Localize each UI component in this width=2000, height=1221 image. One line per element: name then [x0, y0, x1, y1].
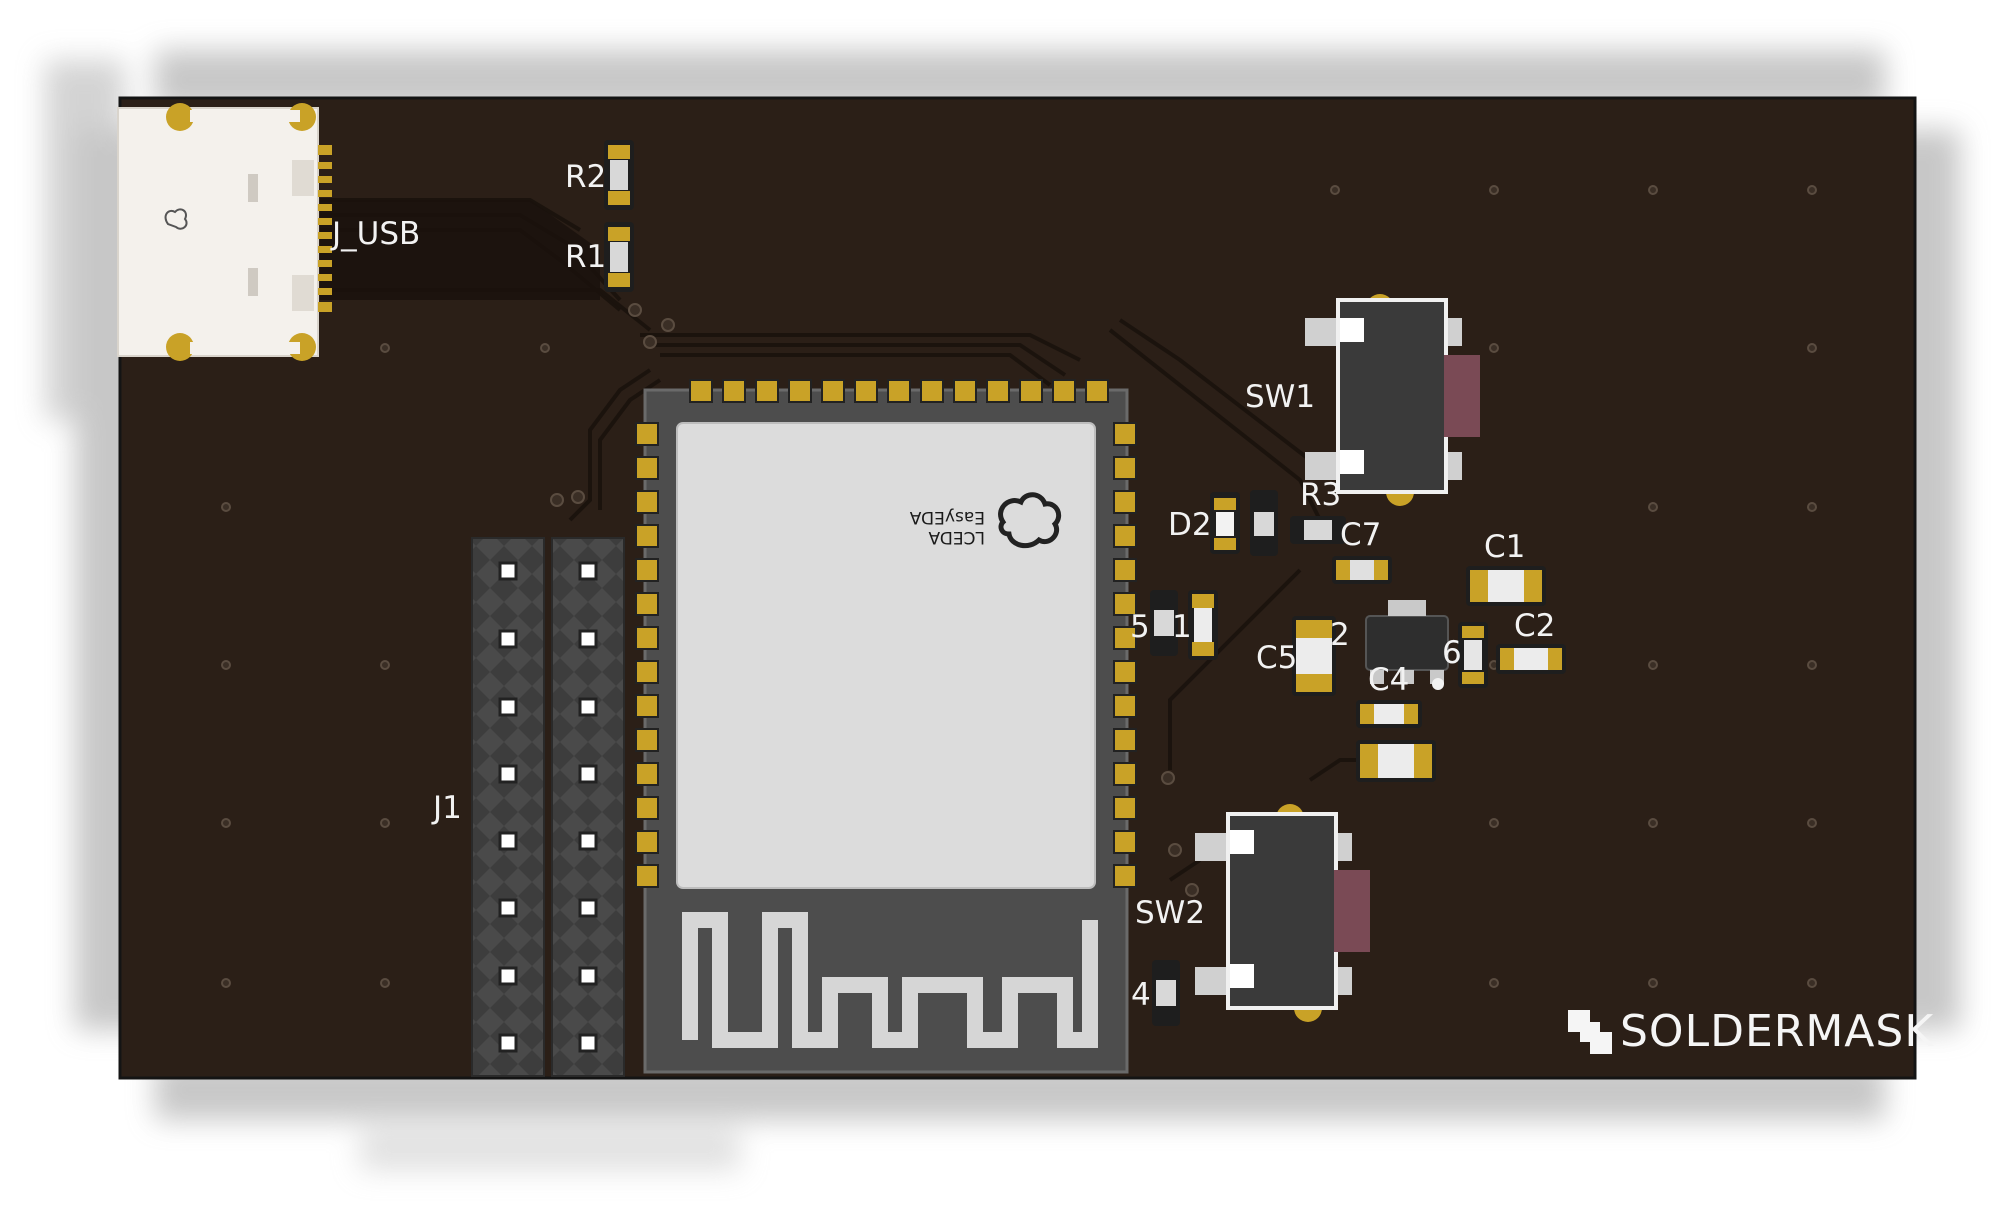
label-c1: C1 — [1484, 529, 1525, 565]
switch-sw1 — [1305, 294, 1480, 506]
pcb-antenna — [682, 912, 1098, 1048]
capacitor-c2 — [1496, 644, 1566, 674]
capacitor-c1 — [1466, 566, 1546, 606]
label-sw1: SW1 — [1245, 379, 1315, 415]
usb-logo-icon — [164, 208, 188, 230]
capacitor-c5 — [1292, 616, 1336, 696]
resistor-r1 — [604, 222, 634, 292]
ic-regulator — [1365, 600, 1449, 690]
led-d2 — [1210, 492, 1240, 554]
label-c2: C2 — [1514, 608, 1555, 644]
brand-text: SOLDERMASK — [1620, 1006, 1934, 1057]
label-frag-2: 2 — [1330, 617, 1350, 653]
lceda-marking: LCEDA EasyEDA — [909, 507, 985, 547]
silkscreen-labels: J_USB R2 R1 SW1 SW2 R3 D2 C7 C1 C2 C5 C4… — [330, 159, 1555, 1013]
soldermask-brand: SOLDERMASK — [1568, 1006, 1934, 1057]
module-top-pads — [689, 379, 1109, 403]
label-c4: C4 — [1368, 662, 1409, 698]
label-j1: J1 — [431, 790, 462, 826]
capacitor-near-c2 — [1458, 622, 1488, 688]
capacitor-near-1 — [1188, 590, 1218, 660]
resistor-near-4 — [1152, 960, 1180, 1026]
label-frag-1: 1 — [1172, 609, 1192, 645]
label-d2: D2 — [1168, 507, 1212, 543]
module-rf-shield — [676, 422, 1096, 889]
resistor-r3 — [1290, 516, 1346, 544]
label-c7: C7 — [1340, 517, 1381, 553]
capacitor-large — [1356, 740, 1436, 782]
usb-signal-pads — [318, 145, 332, 312]
label-frag-6: 6 — [1442, 635, 1462, 671]
header-pins — [498, 561, 598, 1053]
module-left-pads — [635, 422, 659, 888]
capacitor-c4 — [1356, 700, 1422, 728]
module-marking-line1: LCEDA — [928, 527, 985, 547]
usb-trace-band — [320, 200, 600, 300]
label-r3: R3 — [1300, 477, 1341, 513]
label-frag-4: 4 — [1131, 977, 1151, 1013]
pin-header-j1 — [471, 537, 625, 1077]
soldermask-logo-icon — [1568, 1010, 1612, 1054]
vias — [221, 185, 1817, 988]
label-j-usb: J_USB — [330, 216, 420, 252]
resistor-r2 — [604, 140, 634, 210]
label-sw2: SW2 — [1135, 895, 1205, 931]
capacitor-c7 — [1332, 556, 1392, 584]
usb-c-connector — [117, 103, 332, 361]
module-marking-line2: EasyEDA — [909, 507, 985, 527]
module-right-pads — [1113, 422, 1137, 888]
label-r1: R1 — [565, 239, 606, 275]
label-c5: C5 — [1256, 640, 1297, 676]
resistor-near-d2 — [1250, 490, 1278, 556]
resistor-near-5 — [1150, 590, 1178, 656]
lceda-logo-icon — [998, 492, 1062, 549]
smd-components — [1150, 490, 1566, 1026]
esp32-module: LCEDA EasyEDA — [635, 379, 1137, 1074]
switch-sw2 — [1195, 804, 1370, 1022]
label-r2: R2 — [565, 159, 606, 195]
label-frag-5: 5 — [1130, 609, 1150, 645]
